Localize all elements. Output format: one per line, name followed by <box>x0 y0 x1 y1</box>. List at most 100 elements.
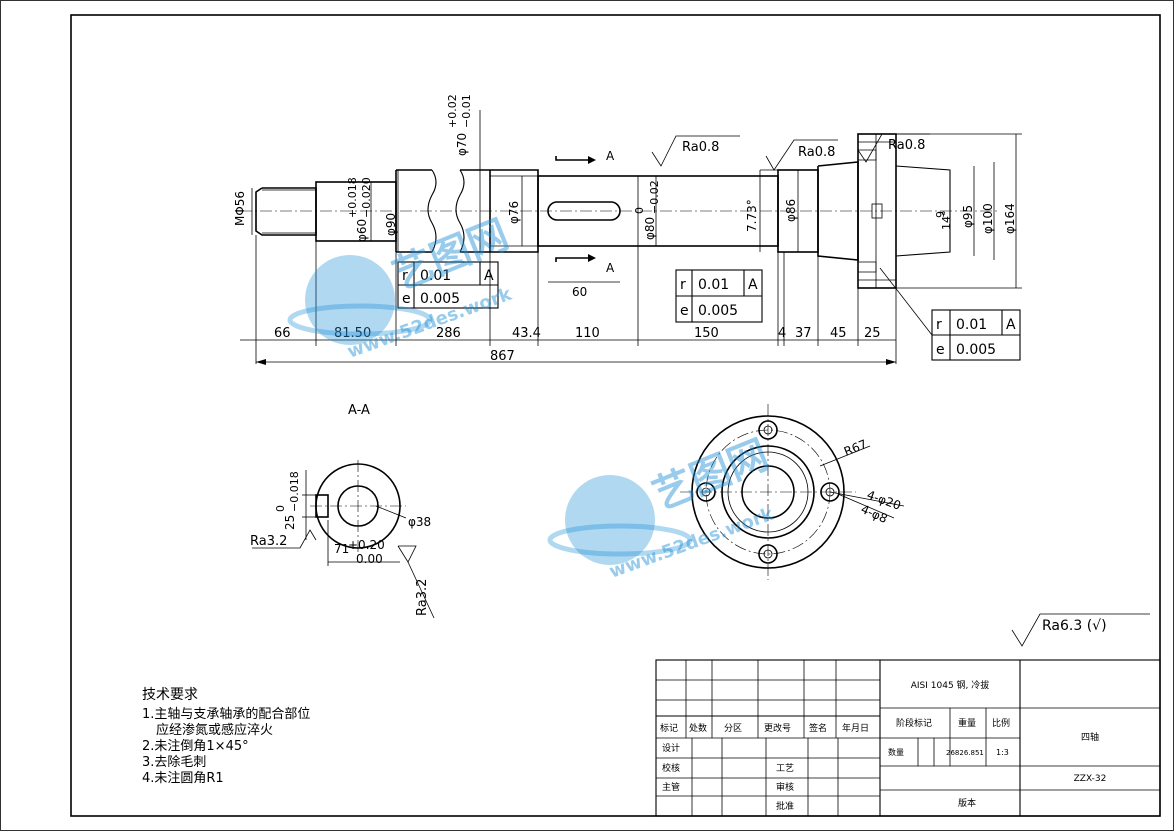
title-block: 标记 处数 分区 更改号 签名 年月日 设计 校核 主管 工艺 审核 批准 AI… <box>655 659 1161 817</box>
dim-110: 110 <box>575 326 600 341</box>
tol-80-upper: 0 <box>633 207 646 214</box>
tb-weight-val: 26826.851 <box>946 749 984 757</box>
svg-text:0.005: 0.005 <box>698 303 738 319</box>
tol-70-upper: +0.02 <box>446 94 459 128</box>
dim-150: 150 <box>694 326 719 341</box>
tech-req-item: 3.去除毛刺 <box>142 755 206 770</box>
dim-d80: φ80 <box>643 217 657 240</box>
dim-d100: φ100 <box>981 203 995 234</box>
break-line-1 <box>427 169 437 253</box>
svg-text:0.01: 0.01 <box>698 277 729 293</box>
tb-chief: 主管 <box>662 781 680 793</box>
tb-label: 标记 <box>660 722 678 734</box>
tol-w25-lower: −0.018 <box>288 471 301 512</box>
svg-text:A: A <box>484 268 494 284</box>
watermark-2: 艺图网 www.52des.work <box>547 432 777 583</box>
svg-text:A: A <box>1006 317 1016 333</box>
gdt-frame-mid: r 0.01 A e 0.005 <box>675 269 763 323</box>
svg-text:0.005: 0.005 <box>420 291 460 307</box>
gdt-frame-left: r 0.01 A e 0.005 <box>397 261 499 309</box>
svg-text:e: e <box>680 303 689 319</box>
tb-weight: 重量 <box>958 717 976 729</box>
svg-text:艺图网: 艺图网 <box>647 432 775 520</box>
tb-qty: 数量 <box>888 747 904 757</box>
section-mark-top: A <box>606 149 615 163</box>
tech-req-title: 技术要求 <box>142 687 198 703</box>
svg-text:0.01: 0.01 <box>420 268 451 284</box>
dim-286: 286 <box>436 326 461 341</box>
tech-req-item: 应经渗氮或感应淬火 <box>156 722 273 738</box>
tb-stage: 阶段标记 <box>896 717 932 729</box>
dim-d76: φ76 <box>507 201 521 224</box>
tol-70-lower: −0.01 <box>460 94 473 128</box>
tb-check: 校核 <box>662 762 680 774</box>
flange <box>857 133 897 289</box>
dim-66: 66 <box>274 326 291 341</box>
tb-label: 分区 <box>724 723 742 734</box>
tb-version: 版本 <box>958 797 976 809</box>
dim-d95: φ95 <box>961 205 975 228</box>
gdt-frame-right: r 0.01 A e 0.005 <box>931 309 1021 361</box>
keyway <box>547 201 621 221</box>
dim-taper: 7.73° <box>745 199 759 232</box>
dim-angle9: 9 <box>934 211 947 218</box>
general-roughness-text: Ra6.3 (√) <box>1042 618 1107 634</box>
tb-label: 年月日 <box>842 722 869 734</box>
thread-section <box>255 187 317 236</box>
roughness-ra-2: Ra0.8 <box>798 145 835 160</box>
roughness-section-bottom: Ra3.2 <box>415 579 430 616</box>
main-shaft-view: A A Ra0.8 Ra0.8 Ra0.8 φ70 +0.02 −0.01 MΦ… <box>233 94 1022 365</box>
roughness-ra-3: Ra0.8 <box>888 138 925 153</box>
roughness-ra-1: Ra0.8 <box>682 140 719 155</box>
dim-d164: φ164 <box>1003 203 1017 234</box>
dim-key-length: 60 <box>572 285 587 299</box>
tb-part-name: 四轴 <box>1081 731 1099 743</box>
dim-d38: φ38 <box>408 515 431 529</box>
bolt-holes <box>696 420 840 564</box>
section-a-a-view: A-A φ38 25 0 −0.018 Ra3.2 71 +0.20 0.00 … <box>250 403 435 619</box>
dim-w25: 25 <box>283 515 297 530</box>
dim-total: 867 <box>490 349 515 364</box>
dim-d90: φ90 <box>384 213 398 236</box>
tb-design: 设计 <box>662 742 680 754</box>
dim-d86: φ86 <box>784 199 798 222</box>
section-label: A-A <box>348 403 370 418</box>
tb-scale-val: 1:3 <box>996 748 1009 757</box>
tech-requirements: 技术要求 1.主轴与支承轴承的配合部位 应经渗氮或感应淬火 2.未注倒角1×45… <box>142 687 310 786</box>
tb-part-code: ZZX-32 <box>1074 774 1107 784</box>
tb-process: 工艺 <box>776 763 794 774</box>
tb-review: 审核 <box>776 781 794 793</box>
tb-approve: 批准 <box>776 800 794 812</box>
tb-material: AISI 1045 钢, 冷拔 <box>911 679 990 691</box>
tb-label: 更改号 <box>764 722 791 734</box>
dim-ticks <box>255 235 897 364</box>
svg-text:e: e <box>402 291 411 307</box>
dim-43-4: 43.4 <box>512 326 541 341</box>
dim-r67: R67 <box>842 437 869 459</box>
dim-d60: φ60 <box>355 219 369 242</box>
tol-h71-upper: +0.20 <box>348 538 385 552</box>
svg-text:r: r <box>402 268 408 284</box>
tol-w25-upper: 0 <box>274 505 287 512</box>
break-line-2 <box>455 169 465 253</box>
sheet-inner-border <box>70 14 1161 817</box>
svg-text:0.01: 0.01 <box>956 317 987 333</box>
section-mark-bottom: A <box>606 261 615 275</box>
svg-text:艺图网: 艺图网 <box>387 212 515 300</box>
tol-60-lower: −0.020 <box>360 177 373 218</box>
dim-angle14: 14° <box>940 211 953 231</box>
tol-80-lower: −0.02 <box>648 180 661 214</box>
tech-req-item: 4.未注圆角R1 <box>142 771 224 786</box>
dim-d70: φ70 <box>455 133 469 156</box>
tb-scale-label: 比例 <box>992 717 1010 729</box>
svg-text:r: r <box>936 317 942 333</box>
svg-text:0.005: 0.005 <box>956 342 996 358</box>
dim-25: 25 <box>864 326 881 341</box>
tol-h71-lower: 0.00 <box>356 552 383 566</box>
tech-req-item: 2.未注倒角1×45° <box>142 739 249 754</box>
dim-81-50: 81.50 <box>334 326 371 341</box>
svg-text:e: e <box>936 342 945 358</box>
svg-text:A: A <box>748 277 758 293</box>
dim-h71: 71 <box>334 542 349 556</box>
